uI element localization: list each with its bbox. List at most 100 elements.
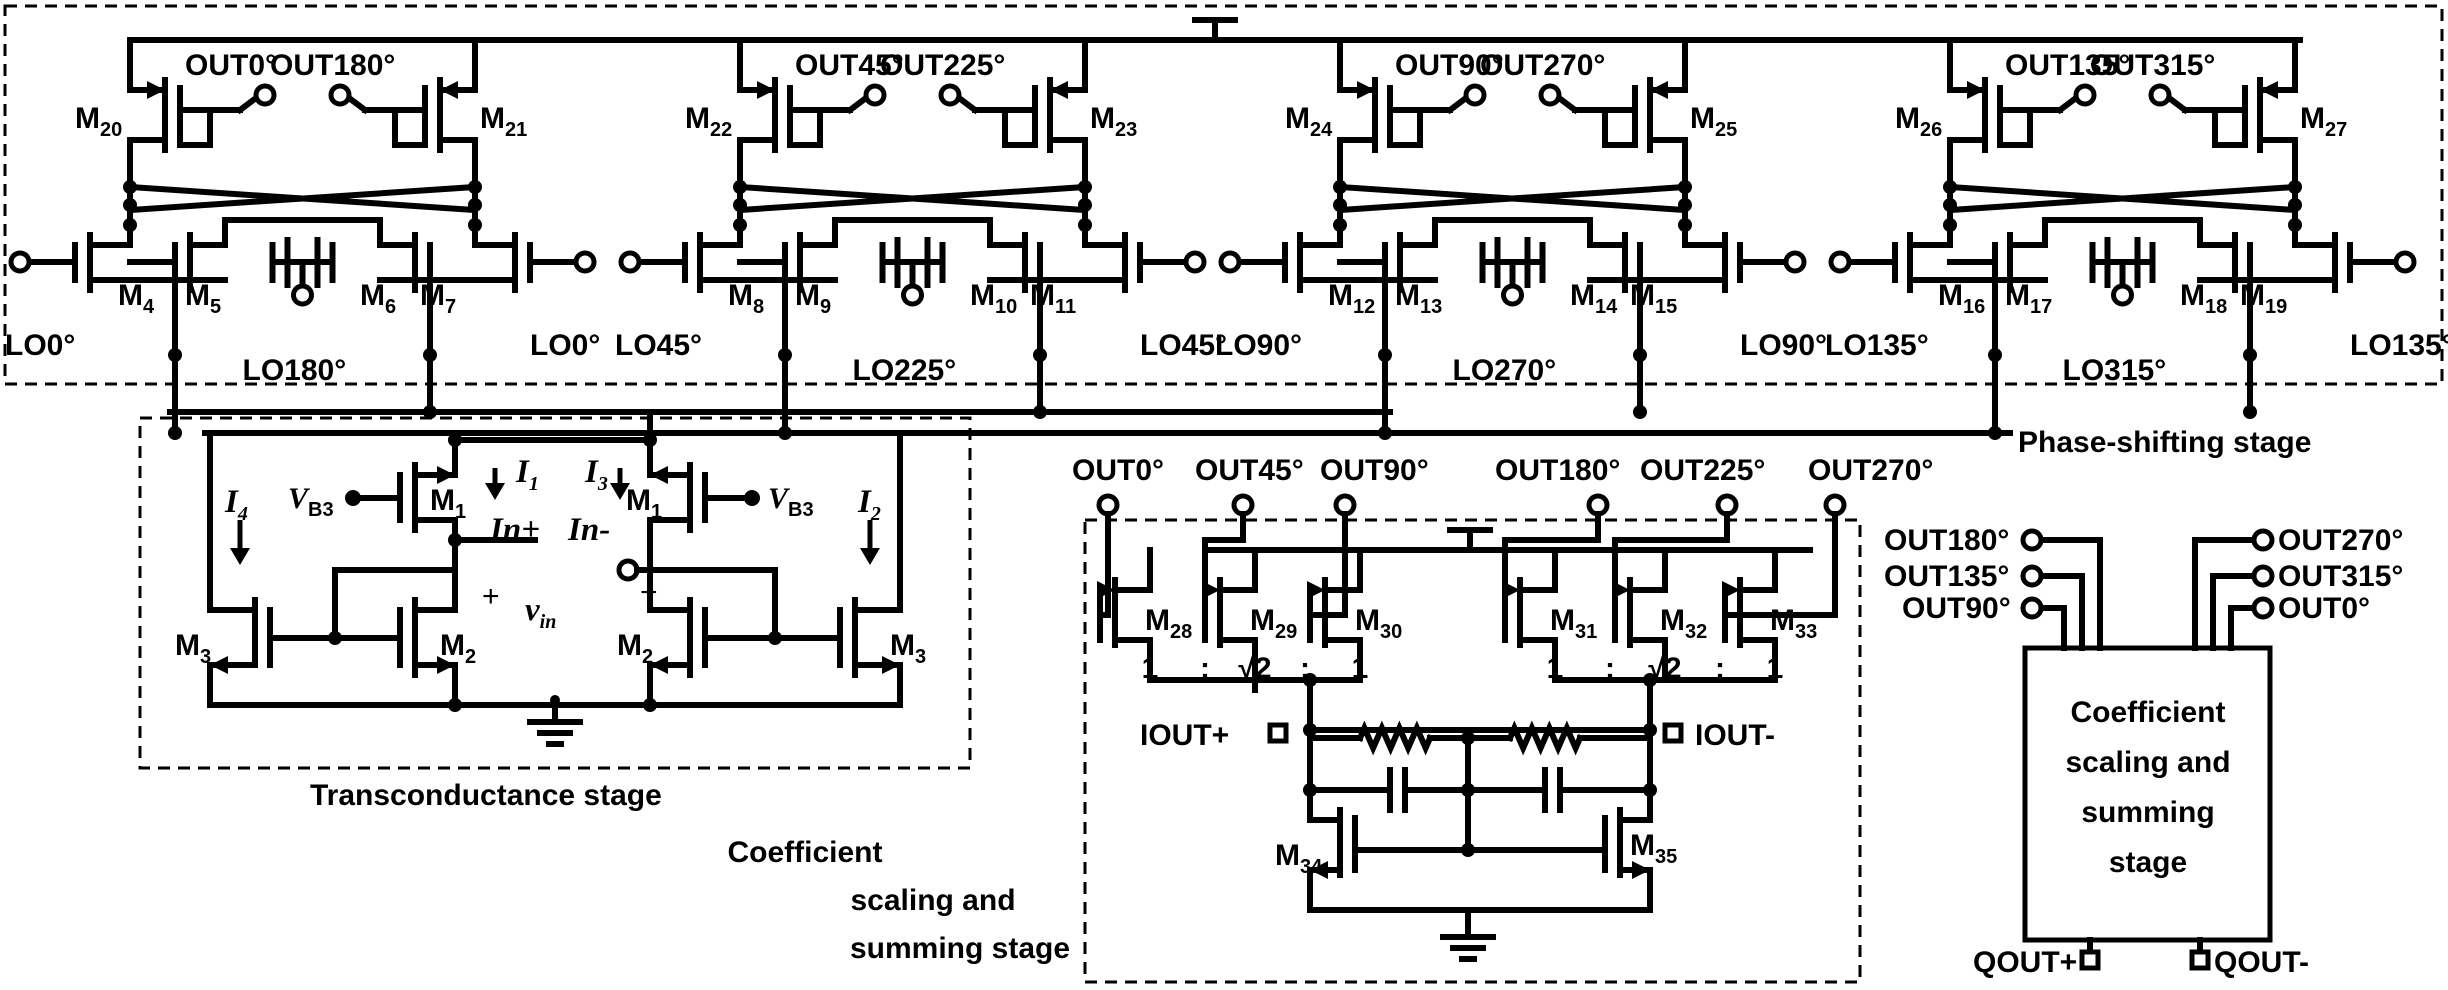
arrow-mark (440, 81, 458, 99)
junction-dot (1078, 218, 1092, 232)
arrow-mark (1307, 581, 1325, 599)
junction-dot (1643, 673, 1657, 687)
junction-dot (468, 218, 482, 232)
out-label-left: OUT90° (1395, 49, 1504, 82)
phase-shifting-label: Phase-shifting stage (2018, 426, 2311, 459)
junction-dot (168, 348, 182, 362)
arrow-mark (1722, 581, 1740, 599)
ratio-l-2: √2 (1238, 652, 1271, 685)
lo-label-left: LO0° (5, 329, 75, 362)
nmos-3-label: M6 (360, 279, 396, 318)
m1-left-label: M1 (430, 484, 466, 523)
nmos-4-label: M11 (1030, 279, 1076, 318)
block-line-2: scaling and (2065, 746, 2230, 779)
ratio-r-0: 1 (1547, 652, 1564, 685)
lo-label-mid: LO315° (2063, 354, 2167, 387)
i2-label: I2 (857, 484, 881, 525)
nmos-2-label: M5 (185, 279, 221, 318)
junction-dot (2243, 405, 2257, 419)
coeff-m-label-0: M28 (1145, 604, 1192, 643)
vb3-left-label: VB3 (288, 482, 334, 521)
ratio-l-0: 1 (1142, 652, 1159, 685)
out-label-left: OUT0° (185, 49, 277, 82)
out-label-right: OUT270° (1480, 49, 1605, 82)
coeff-transistor-2: M30 (1307, 547, 1402, 683)
junction-dot (123, 218, 137, 232)
lo-label-mid: LO225° (853, 354, 957, 387)
coeff-m-label-5: M33 (1770, 604, 1817, 643)
nmos-1-label: M16 (1938, 279, 1985, 318)
junction-dot (733, 218, 747, 232)
iout-plus-label: IOUT+ (1140, 719, 1229, 752)
in-plus-label: In+ (489, 512, 540, 548)
arrow-mark (2260, 81, 2278, 99)
transconductance-label: Transconductance stage (310, 779, 662, 812)
lo-label-left: LO135° (1825, 329, 1929, 362)
ratio-l-4: 1 (1352, 652, 1369, 685)
junction-dot (1033, 348, 1047, 362)
resistor-zigzag (1506, 720, 1584, 756)
terminal-pin (1183, 250, 1207, 274)
nmos-4-label: M15 (1630, 279, 1677, 318)
block-line-1: Coefficient (2070, 696, 2225, 729)
lo-label-left: LO45° (615, 329, 702, 362)
ratio-l-1: : (1200, 652, 1210, 685)
ratio-r-3: : (1715, 652, 1725, 685)
terminal-pin (573, 250, 597, 274)
iout-plus-pin (1267, 722, 1289, 744)
lo-label-right: LO90° (1740, 329, 1827, 362)
lo-label-left: LO90° (1215, 329, 1302, 362)
resistor (1506, 720, 1584, 756)
m2-right-label: M2 (617, 629, 653, 668)
ratio-r-4: 1 (1767, 652, 1784, 685)
terminal-pin (8, 250, 32, 274)
resistor (1356, 720, 1434, 756)
nmos-4-label: M19 (2240, 279, 2287, 318)
arrow-mark (147, 81, 165, 99)
terminal-pin (253, 83, 277, 107)
arrow-mark (1650, 81, 1668, 99)
junction-dot (1633, 348, 1647, 362)
vin-label: vin (525, 592, 556, 633)
junction-dot (168, 426, 182, 440)
phase-shifting-box (3, 4, 2444, 386)
junction-dot (2243, 348, 2257, 362)
terminal-pin (938, 83, 962, 107)
coeff-top-label-2: OUT90° (1320, 454, 1429, 487)
nmos-1-label: M4 (118, 279, 155, 318)
block-line-4: stage (2109, 846, 2187, 879)
terminal-pin (291, 283, 314, 307)
m1-right-label: M1 (626, 484, 662, 523)
out-label-left: OUT45° (795, 49, 904, 82)
qout-minus-label: QOUT- (2214, 946, 2309, 979)
i3-label: I3 (584, 454, 608, 495)
coeff-top-label-3: OUT180° (1495, 454, 1620, 487)
terminal-pin (1501, 283, 1524, 307)
ratio-r-1: : (1605, 652, 1615, 685)
i4-label: I4 (224, 484, 248, 525)
lo-label-mid: LO180° (243, 354, 347, 387)
junction-dot (1378, 348, 1392, 362)
arrow-mark (1310, 861, 1328, 879)
arrow-mark (1632, 861, 1650, 879)
nmos-1-label: M8 (728, 279, 764, 318)
coefficient-stage: OUT0°OUT45°OUT90°OUT180°OUT225°OUT270°M2… (1072, 454, 1933, 962)
pmos-right-label: M25 (1690, 102, 1737, 141)
terminal-pin (2073, 83, 2097, 107)
pmos-left-label: M22 (685, 102, 732, 141)
lo-label-right: LO45° (1140, 329, 1227, 362)
block-in-out90: OUT90° (1902, 592, 2011, 625)
m3-left-label: M3 (175, 629, 211, 668)
coeff-m-label-3: M31 (1550, 604, 1597, 643)
junction-dot (1988, 348, 2002, 362)
coeff-top-label-1: OUT45° (1195, 454, 1304, 487)
block-in-out315: OUT315° (2278, 560, 2403, 593)
block-line-3: summing (2081, 796, 2214, 829)
pmos-left-label: M20 (75, 102, 122, 141)
block-in-out135: OUT135° (1884, 560, 2009, 593)
arrow-mark (757, 81, 775, 99)
